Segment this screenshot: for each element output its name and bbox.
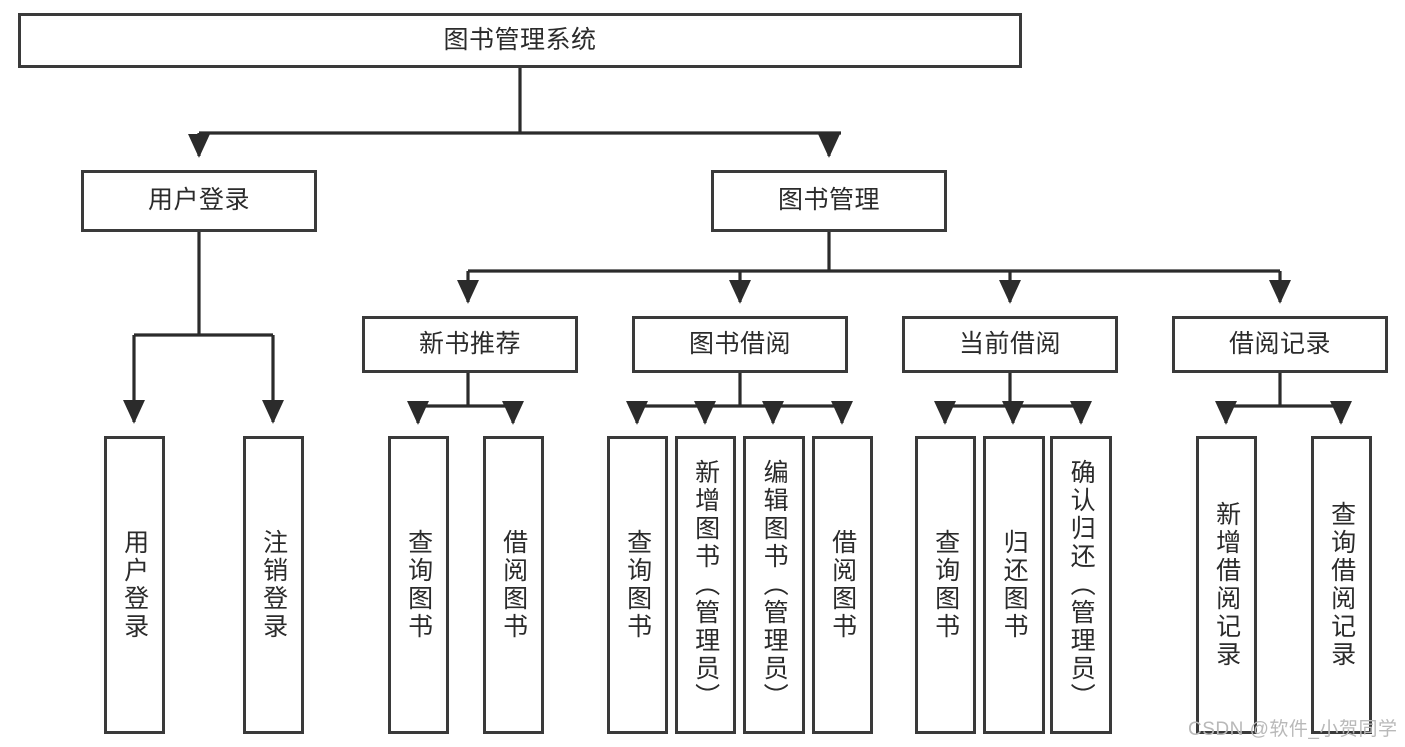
node-label: 用户登录 [147, 186, 250, 215]
node-label: 借阅图书 [828, 529, 857, 641]
node-label: 当前借阅 [958, 329, 1061, 358]
node-current-borrow[interactable]: 当前借阅 [902, 316, 1118, 373]
node-label: 查询借阅记录 [1327, 501, 1356, 669]
leaf-recommend-borrow-book[interactable]: 借阅图书 [483, 436, 544, 734]
leaf-current-return-book[interactable]: 归还图书 [983, 436, 1045, 734]
watermark: CSDN @软件_小贺同学 [1188, 719, 1398, 740]
node-label: 借阅记录 [1228, 329, 1331, 358]
node-label: 归还图书 [1000, 529, 1029, 641]
node-label: 确认归还（管理员） [1067, 459, 1096, 711]
leaf-borrow-add-book-admin[interactable]: 新增图书（管理员） [675, 436, 736, 734]
node-label: 用户登录 [120, 529, 149, 641]
node-label: 图书管理系统 [443, 25, 597, 54]
leaf-user-login-logout[interactable]: 注销登录 [243, 436, 304, 734]
leaf-current-query-book[interactable]: 查询图书 [915, 436, 976, 734]
leaf-current-confirm-return-admin[interactable]: 确认归还（管理员） [1050, 436, 1112, 734]
leaf-borrow-query-book[interactable]: 查询图书 [607, 436, 668, 734]
node-label: 图书借阅 [688, 329, 791, 358]
leaf-records-add-record[interactable]: 新增借阅记录 [1196, 436, 1257, 734]
node-label: 编辑图书（管理员） [760, 459, 789, 711]
leaf-recommend-query-book[interactable]: 查询图书 [388, 436, 449, 734]
node-label: 查询图书 [623, 529, 652, 641]
node-book-management[interactable]: 图书管理 [711, 170, 947, 232]
node-label: 新增借阅记录 [1212, 501, 1241, 669]
node-label: 图书管理 [777, 186, 880, 215]
node-borrow-records[interactable]: 借阅记录 [1172, 316, 1388, 373]
node-new-book-recommend[interactable]: 新书推荐 [362, 316, 578, 373]
leaf-borrow-borrow-book[interactable]: 借阅图书 [812, 436, 873, 734]
node-book-borrow[interactable]: 图书借阅 [632, 316, 848, 373]
leaf-user-login-login[interactable]: 用户登录 [104, 436, 165, 734]
node-label: 查询图书 [404, 529, 433, 641]
node-label: 注销登录 [259, 529, 288, 641]
node-label: 新增图书（管理员） [691, 459, 720, 711]
node-user-login[interactable]: 用户登录 [81, 170, 317, 232]
leaf-borrow-edit-book-admin[interactable]: 编辑图书（管理员） [743, 436, 805, 734]
node-label: 借阅图书 [499, 529, 528, 641]
node-label: 查询图书 [931, 529, 960, 641]
leaf-records-query-record[interactable]: 查询借阅记录 [1311, 436, 1372, 734]
node-root-system[interactable]: 图书管理系统 [18, 13, 1022, 68]
node-label: 新书推荐 [418, 329, 521, 358]
